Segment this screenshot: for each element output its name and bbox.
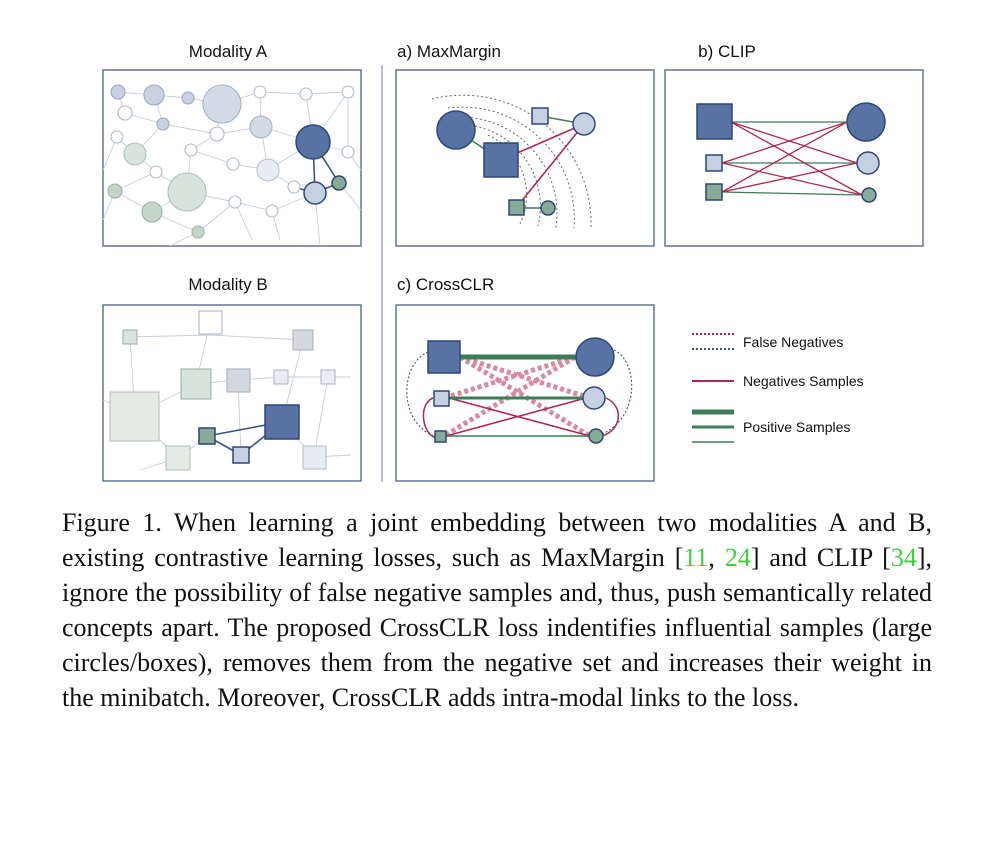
modality-a-mid-node: [303, 181, 327, 205]
modality-b-key-node: [264, 404, 300, 440]
clip-positive-edges: [721, 121, 863, 196]
caption-text-1: Figure 1. When learning a joint embeddin…: [62, 508, 932, 572]
modality-b-mid-node: [232, 446, 250, 464]
clip-title: b) CLIP: [698, 42, 756, 61]
crossclr-intra-modal-negatives: [422, 397, 620, 439]
citation-link-24[interactable]: 24: [724, 543, 751, 572]
modality-a-small-node: [331, 175, 347, 191]
caption-text-4: ], ignore the possibility of false negat…: [62, 543, 932, 712]
crossclr-nodes: [427, 337, 615, 444]
modality-b-panel: [102, 304, 362, 482]
caption-text-3: ] and CLIP [: [750, 543, 891, 572]
legend: False Negatives Negatives Samples Positi…: [692, 333, 864, 443]
figure-caption: Figure 1. When learning a joint embeddin…: [62, 505, 932, 715]
modality-b-title: Modality B: [188, 275, 267, 294]
legend-positive-samples: Positive Samples: [743, 419, 850, 435]
crossclr-positives: [446, 354, 589, 437]
maxmargin-panel: [395, 69, 655, 247]
citation-link-34[interactable]: 34: [890, 543, 917, 572]
figure: Modality A a) MaxMargin b) CLIP Modality…: [102, 42, 924, 482]
caption-text-2: ,: [708, 543, 725, 572]
modality-a-title: Modality A: [189, 42, 268, 61]
legend-negative-samples: Negatives Samples: [743, 373, 864, 389]
citation-link-11[interactable]: 11: [683, 543, 709, 572]
modality-a-key-node: [295, 124, 331, 160]
modality-a-nodes: [107, 84, 355, 239]
maxmargin-title: a) MaxMargin: [397, 42, 501, 61]
modality-a-panel: [102, 69, 362, 247]
modality-b-small-node: [198, 427, 216, 445]
crossclr-negatives: [445, 397, 591, 437]
crossclr-intra-modal-false-negatives: [406, 349, 633, 439]
crossclr-false-negatives: [442, 354, 592, 439]
crossclr-panel: [395, 304, 655, 482]
legend-false-negatives: False Negatives: [743, 334, 843, 350]
modality-b-nodes: [109, 310, 336, 471]
maxmargin-nodes: [436, 107, 596, 216]
clip-nodes: [696, 102, 886, 203]
crossclr-title: c) CrossCLR: [397, 275, 494, 294]
clip-negative-edges: [721, 121, 863, 196]
clip-panel: [664, 69, 924, 247]
